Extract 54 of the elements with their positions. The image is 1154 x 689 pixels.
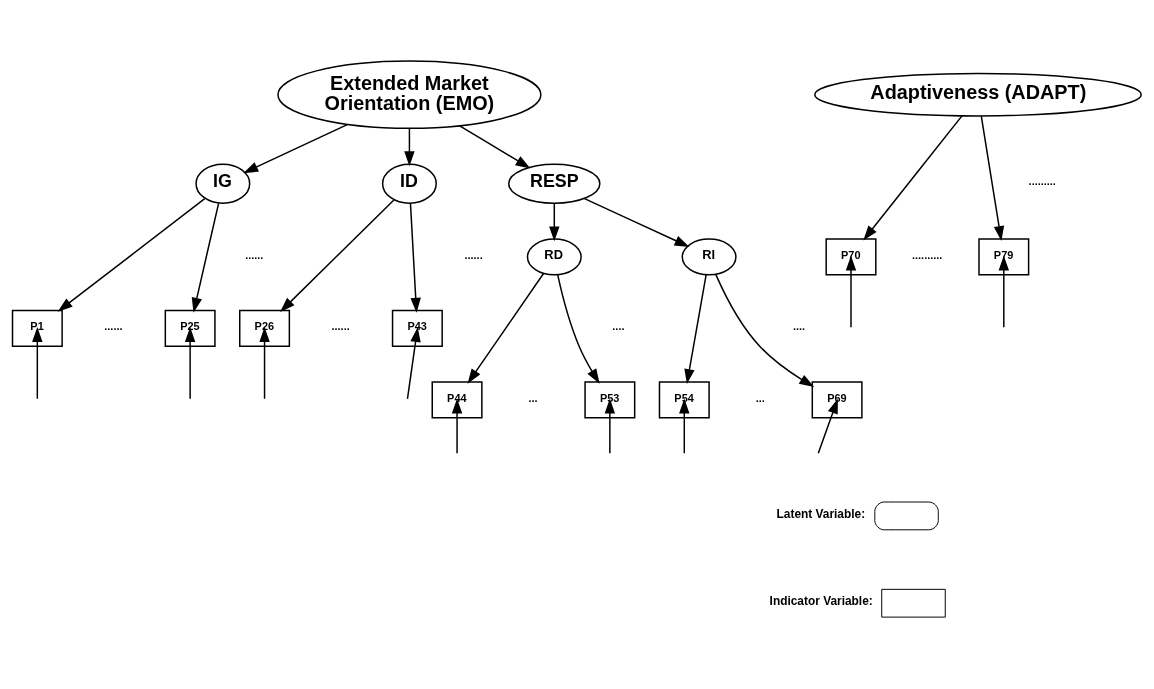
node-ellipse: Adaptiveness (ADAPT) (814, 72, 1142, 117)
arrow (549, 202, 560, 241)
arrow (191, 202, 220, 313)
node-box: P69 (811, 380, 863, 418)
node-ellipse: RESP (508, 163, 601, 204)
arrow (32, 326, 43, 399)
node-box: P70 (825, 237, 877, 276)
node-box: P25 (164, 309, 216, 347)
arrow (604, 398, 616, 454)
arrow (404, 127, 415, 166)
node-box: P53 (584, 380, 636, 418)
arrow (679, 398, 690, 454)
arrow (243, 123, 349, 173)
label: ... (528, 391, 538, 404)
node-box: P43 (391, 309, 443, 347)
node-box: P44 (431, 380, 483, 418)
arrow (715, 273, 815, 387)
label: ...... (464, 248, 483, 261)
node-box: P79 (978, 237, 1030, 276)
label: ...... (104, 319, 123, 332)
label: ...... (331, 319, 350, 332)
arrow (451, 398, 463, 454)
arrow (406, 326, 421, 399)
arrow (556, 273, 600, 384)
label: ...... (245, 248, 264, 261)
legend-label: Indicator Variable: (769, 593, 873, 608)
arrow (259, 326, 270, 399)
node-ellipse: RI (681, 237, 737, 276)
arrow (863, 114, 963, 240)
label: ......... (1028, 174, 1056, 187)
node-box: P54 (658, 380, 710, 418)
node-ellipse: Extended Market Orientation (EMO) (277, 59, 542, 129)
node-box: P26 (239, 309, 291, 347)
label: .... (612, 319, 625, 332)
arrow (409, 202, 421, 313)
arrow (184, 326, 196, 399)
label: .......... (912, 248, 943, 261)
node-ellipse: RD (526, 237, 582, 276)
arrow (998, 255, 1010, 328)
label: ... (755, 391, 765, 404)
label: .... (792, 319, 806, 332)
arrow (467, 272, 545, 384)
arrow (583, 197, 690, 247)
arrow (280, 198, 395, 312)
arrow (817, 398, 838, 454)
arrow (980, 114, 1005, 241)
arrow (684, 273, 707, 384)
node-ellipse: ID (381, 163, 437, 204)
arrow (57, 197, 206, 312)
arrow (458, 124, 531, 168)
arrow (845, 255, 857, 328)
node-ellipse: IG (195, 163, 251, 204)
legend-label: Latent Variable: (776, 506, 866, 521)
node-box: P1 (11, 309, 63, 347)
